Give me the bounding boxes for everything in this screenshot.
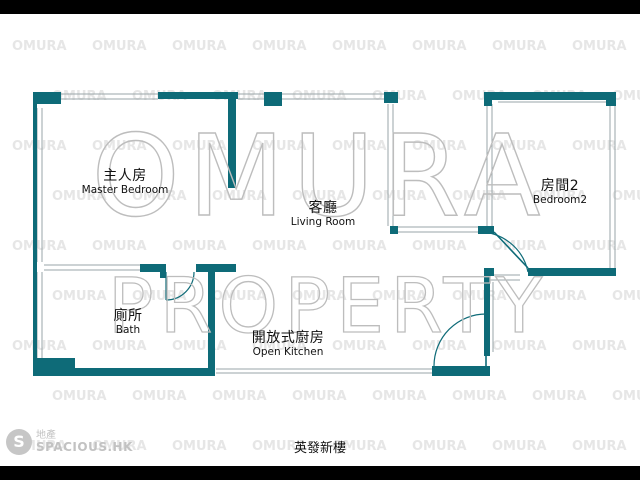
repeat-watermark-text: OMURA (132, 189, 187, 204)
repeat-watermark-text: OMURA (412, 239, 467, 254)
repeat-watermark-text: OMURA (572, 239, 627, 254)
master-bedroom-zh: 主人房 (103, 168, 147, 184)
repeat-watermark-text: OMURA (132, 289, 187, 304)
repeat-watermark-text: OMURA (292, 289, 347, 304)
repeat-watermark-text: OMURA (332, 139, 387, 154)
repeat-watermark-text: OMURA (372, 389, 427, 404)
repeat-watermark-text: OMURA (572, 439, 627, 454)
repeat-watermark-text: OMURA (252, 39, 307, 54)
repeat-watermark-text: OMURA (372, 89, 427, 104)
repeat-watermark-text: OMURA (412, 439, 467, 454)
repeat-watermark-text: OMURA (492, 439, 547, 454)
repeat-watermark-text: OMURA (412, 39, 467, 54)
repeat-watermark-text: OMURA (172, 39, 227, 54)
repeat-watermark-text: OMURA (92, 239, 147, 254)
bedroom2-zh: 房間2 (540, 178, 580, 194)
logo-text-bottom: SPACIOUS.HK (36, 440, 133, 454)
repeat-watermark-text: OMURA (532, 289, 587, 304)
repeat-watermark-text: OMURA (612, 389, 640, 404)
bottom-letterbox-bar (0, 466, 640, 480)
repeat-watermark-text: OMURA (252, 239, 307, 254)
open-kitchen-en: Open Kitchen (252, 346, 324, 359)
repeat-watermark-text: OMURA (92, 139, 147, 154)
repeat-watermark-text: OMURA (212, 189, 267, 204)
watermark-line-2: PROPERTY (108, 261, 548, 350)
repeat-watermark-text: OMURA (452, 389, 507, 404)
repeat-watermark-text: OMURA (12, 339, 67, 354)
repeat-watermark-text: OMURA (92, 339, 147, 354)
repeat-watermark-text: OMURA (572, 339, 627, 354)
bath-zh: 廁所 (113, 308, 143, 324)
watermark-line-1: OMURA (92, 112, 549, 242)
repeat-watermark-text: OMURA (492, 139, 547, 154)
repeat-watermark-text: OMURA (612, 89, 640, 104)
repeat-watermark-text: OMURA (252, 139, 307, 154)
repeat-watermark-text: OMURA (332, 439, 387, 454)
bath-en: Bath (115, 324, 141, 337)
repeat-watermark-text: OMURA (612, 289, 640, 304)
repeat-watermark-text: OMURA (572, 139, 627, 154)
repeat-watermark-text: OMURA (412, 139, 467, 154)
repeat-watermark-text: OMURA (92, 439, 147, 454)
doors (165, 231, 529, 367)
living-room-en: Living Room (290, 216, 356, 229)
repeat-watermark-text: OMURA (12, 239, 67, 254)
repeat-watermark-text: OMURA (612, 189, 640, 204)
repeat-watermark-text: OMURA (292, 389, 347, 404)
omura-watermark: OMURA PROPERTY (91, 111, 549, 350)
repeat-watermark-text: OMURA (492, 39, 547, 54)
repeat-watermark-text: OMURA (252, 439, 307, 454)
room-label-master-bedroom: 主人房 Master Bedroom (70, 168, 180, 196)
open-kitchen-zh: 開放式廚房 (251, 330, 325, 346)
repeat-watermark-text: OMURA (172, 139, 227, 154)
repeat-watermark-text: OMURA (12, 139, 67, 154)
repeat-watermark-text: OMURA (292, 89, 347, 104)
repeat-watermark-text: OMURA (532, 389, 587, 404)
repeat-watermark-text: OMURA (52, 89, 107, 104)
repeat-watermark-text: OMURA (92, 39, 147, 54)
spacious-logo-icon: S (6, 429, 32, 455)
repeat-watermark-text: OMURA (492, 239, 547, 254)
repeat-watermark-text: OMURA (52, 289, 107, 304)
repeat-watermark-text: OMURA (212, 389, 267, 404)
room-label-living-room: 客廳 Living Room (278, 200, 368, 228)
building-name: 英發新樓 (293, 441, 346, 456)
repeat-watermark-text: OMURA (172, 439, 227, 454)
top-letterbox-bar (0, 0, 640, 14)
repeat-watermark-text: OMURA (52, 389, 107, 404)
repeat-watermark-text: OMURA (332, 339, 387, 354)
bedroom2-en: Bedroom2 (532, 194, 588, 207)
repeat-watermark-text: OMURA (572, 39, 627, 54)
repeat-watermark-text: OMURA (252, 339, 307, 354)
repeat-watermark-text: OMURA (12, 39, 67, 54)
repeat-watermark-text: OMURA (332, 39, 387, 54)
repeat-watermark-text: OMURA (212, 289, 267, 304)
living-room-zh: 客廳 (308, 200, 338, 216)
repeat-watermark-text: OMURA (372, 289, 427, 304)
spacious-logo-text: 地產 SPACIOUS.HK (36, 430, 133, 454)
repeat-watermark-text: OMURA (332, 239, 387, 254)
repeat-watermark-text: OMURA (52, 189, 107, 204)
repeat-watermark-text: OMURA (492, 339, 547, 354)
room-label-bedroom2: 房間2 Bedroom2 (520, 178, 600, 206)
spacious-logo: S 地產 SPACIOUS.HK (6, 428, 146, 458)
walls (33, 92, 616, 376)
repeat-watermark-text: OMURA (172, 239, 227, 254)
logo-text-top: 地產 (36, 430, 56, 441)
master-bedroom-en: Master Bedroom (81, 184, 169, 197)
repeat-watermark-text: OMURA (372, 189, 427, 204)
room-label-open-kitchen: 開放式廚房 Open Kitchen (238, 330, 338, 358)
room-label-bath: 廁所 Bath (100, 308, 156, 336)
repeat-watermark-text: OMURA (452, 189, 507, 204)
repeat-watermark-text: OMURA (292, 189, 347, 204)
repeat-watermark-text: OMURA (412, 339, 467, 354)
repeat-watermark-text: OMURA (532, 189, 587, 204)
repeat-watermark-text: OMURA (132, 389, 187, 404)
